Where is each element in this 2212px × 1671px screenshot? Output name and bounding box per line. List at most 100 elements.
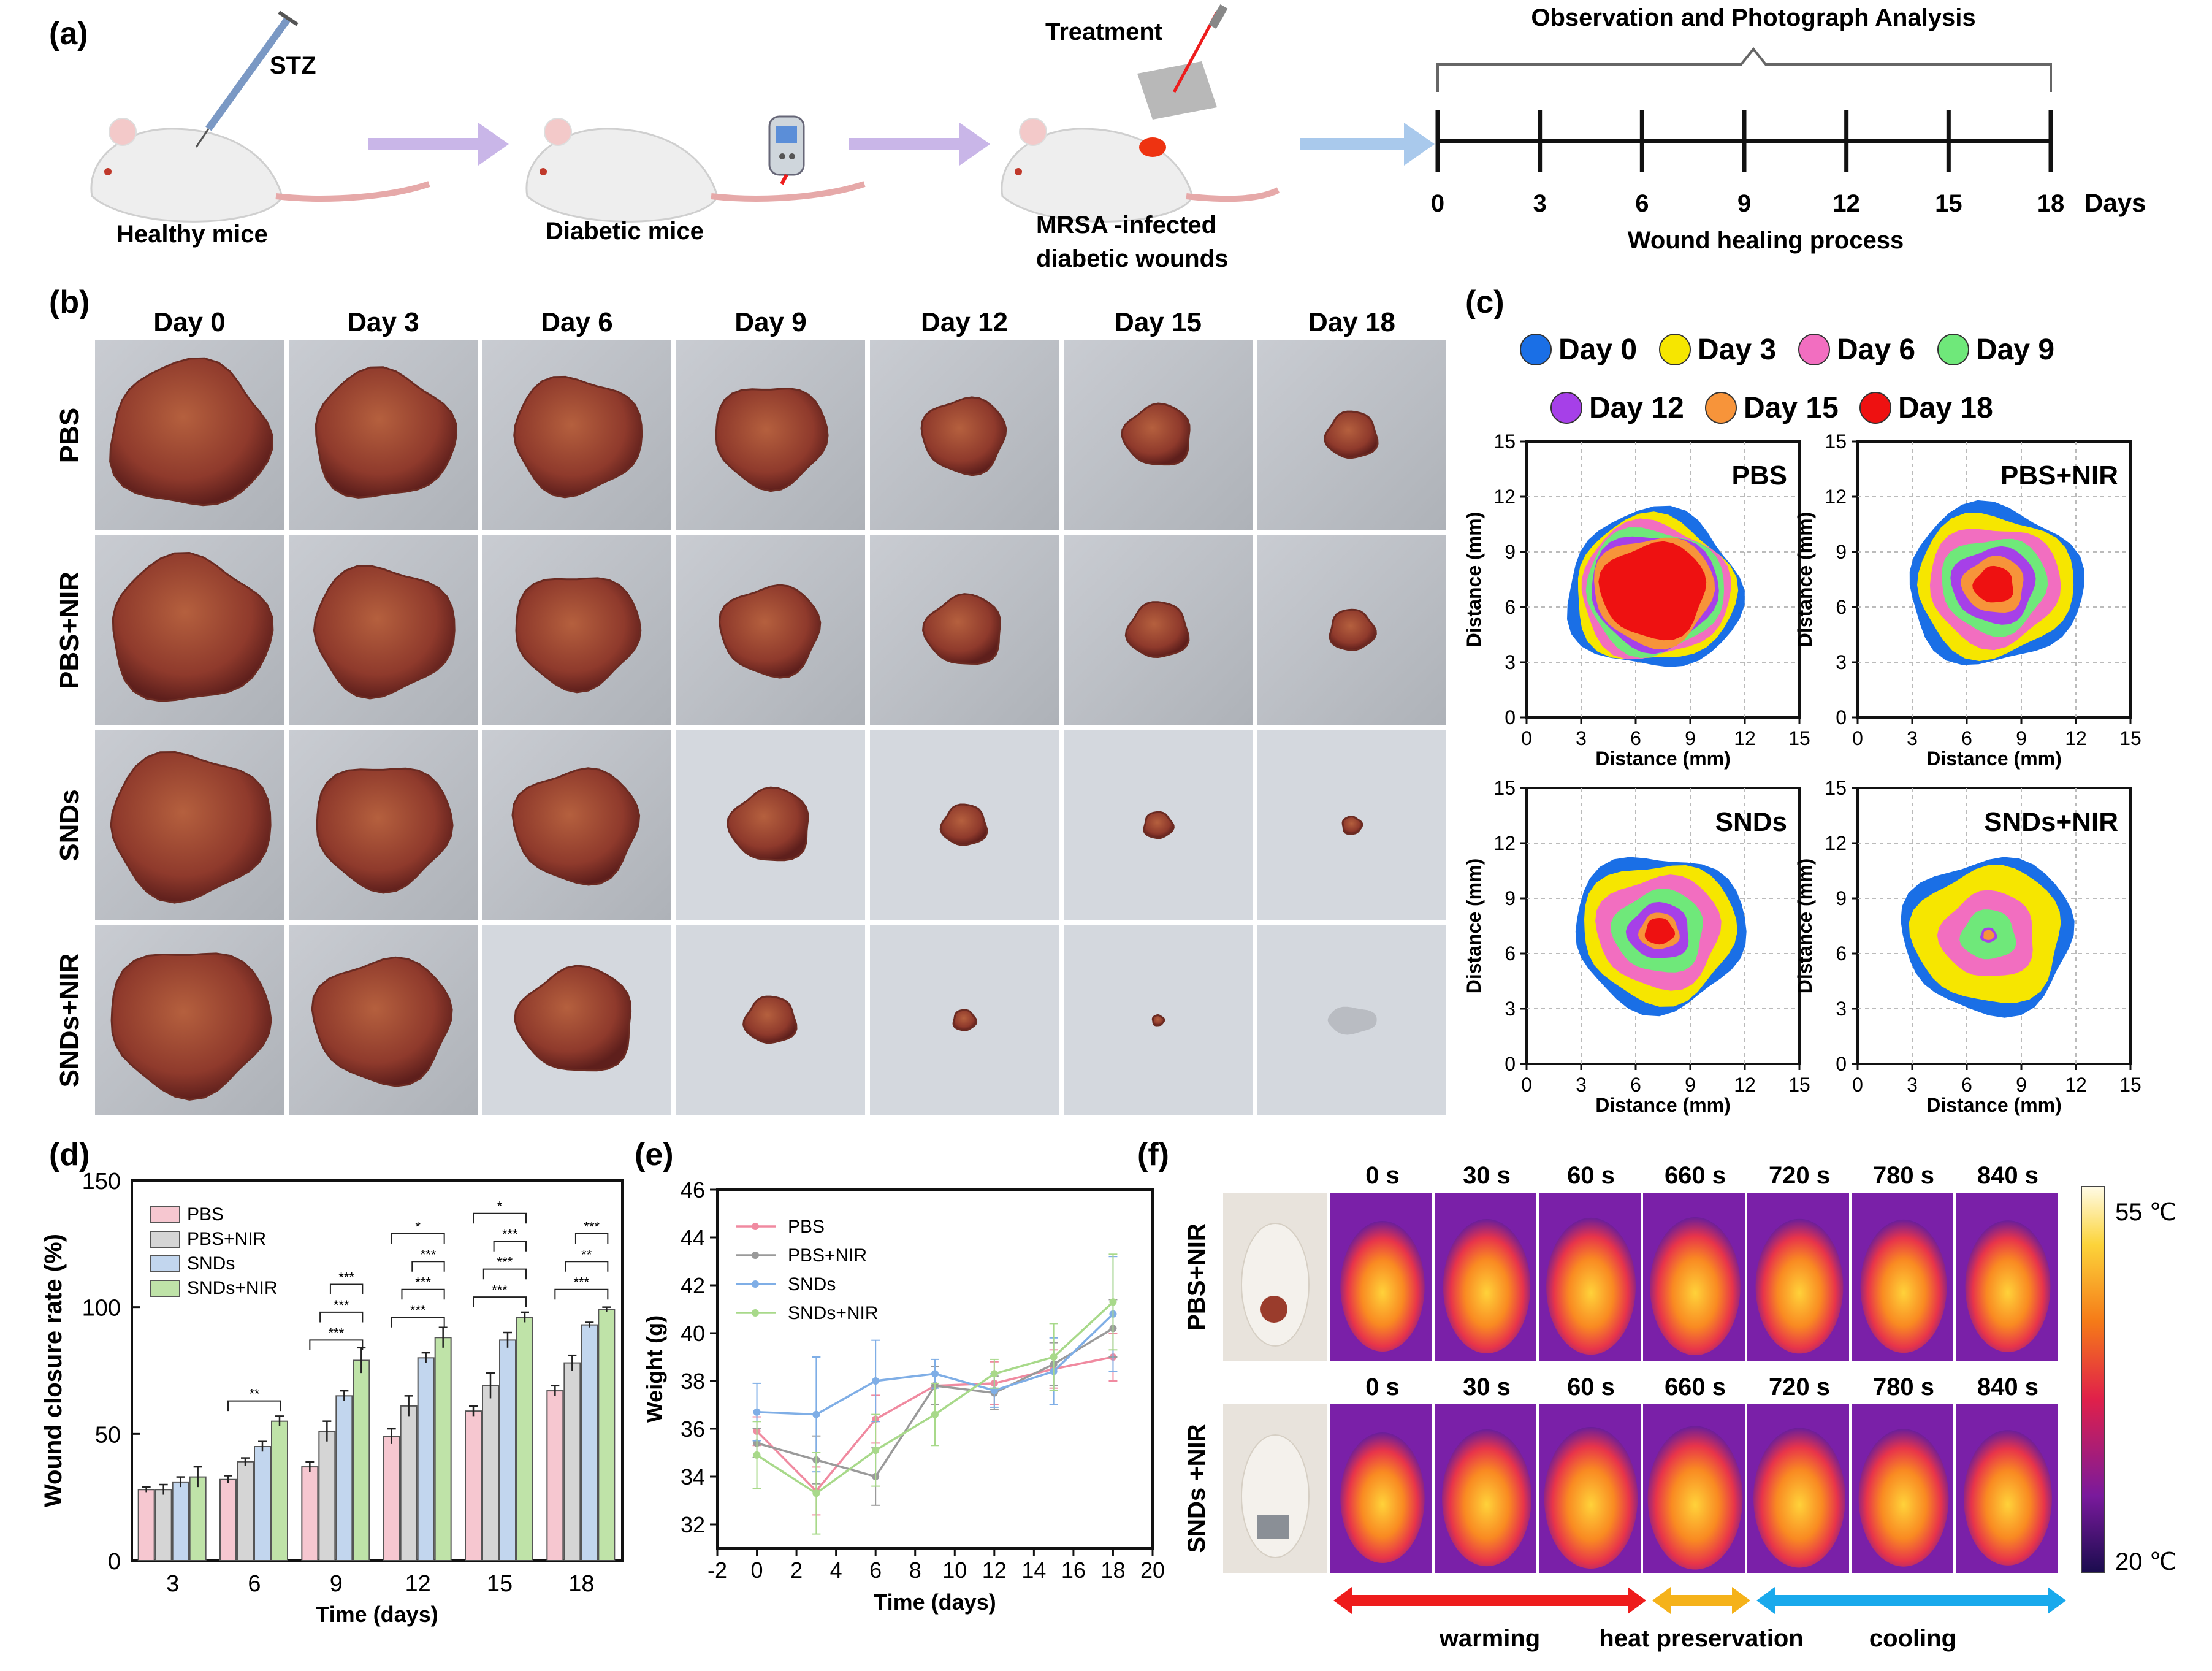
legend-label: SNDs <box>187 1253 235 1274</box>
data-point <box>753 1451 761 1459</box>
significance-bracket <box>473 1296 527 1307</box>
timeline-tick-label: 3 <box>1533 190 1547 217</box>
y-tick-label: 34 <box>681 1464 705 1489</box>
wound-area <box>1324 410 1379 459</box>
plot-title: SNDs+NIR <box>1984 807 2118 837</box>
x-axis-label: Distance (mm) <box>1595 1094 1731 1116</box>
stz-label: STZ <box>270 52 316 79</box>
data-point <box>990 1370 998 1378</box>
time-label: 0 s <box>1365 1162 1400 1189</box>
x-tick-label: 6 <box>1630 1074 1641 1096</box>
bar <box>563 1362 581 1562</box>
healed-scar <box>1327 1006 1377 1035</box>
bar <box>417 1357 435 1561</box>
y-axis-label: Weight (g) <box>642 1315 667 1423</box>
bar <box>172 1481 189 1562</box>
thermal-hotspot <box>1858 1429 1949 1567</box>
legend-swatch <box>1520 334 1552 365</box>
treatment-label: Treatment <box>1045 18 1162 45</box>
thermal-hotspot <box>1650 1217 1741 1355</box>
wound-area <box>1121 402 1191 466</box>
significance-bracket <box>401 1288 445 1300</box>
x-tick-label: 6 <box>1961 727 1972 749</box>
x-tick-label: 12 <box>2065 727 2087 749</box>
bar <box>237 1461 254 1562</box>
wound-area <box>920 396 1007 476</box>
y-tick-label: 0 <box>1836 706 1847 728</box>
y-tick-label: 38 <box>681 1369 705 1394</box>
x-tick-label: 12 <box>982 1558 1007 1583</box>
y-tick-label: 15 <box>1825 777 1847 799</box>
wound-area <box>316 767 454 894</box>
data-point <box>812 1489 820 1497</box>
thermal-hotspot <box>1753 1428 1845 1568</box>
significance-marker: *** <box>415 1275 431 1290</box>
y-tick-label: 150 <box>82 1169 121 1195</box>
significance-bracket <box>493 1241 527 1252</box>
significance-marker: *** <box>584 1219 600 1234</box>
significance-bracket <box>473 1212 527 1224</box>
timeline-tick-label: 18 <box>2037 190 2065 217</box>
x-tick-label: 6 <box>248 1571 261 1597</box>
bar <box>400 1405 418 1562</box>
thermal-hotspot <box>1860 1219 1947 1353</box>
panel-label-c: (c) <box>1465 285 1505 320</box>
mrsa-label-line1: MRSA -infected <box>1036 212 1216 239</box>
wound-area <box>939 803 988 846</box>
y-tick-label: 46 <box>681 1177 705 1203</box>
timeline-tick-label: 6 <box>1635 190 1649 217</box>
plot-frame <box>716 1188 1154 1550</box>
significance-bracket <box>227 1400 281 1412</box>
x-tick-label: 3 <box>1907 1074 1918 1096</box>
x-axis-label: Distance (mm) <box>1595 748 1731 770</box>
wound-area <box>513 375 643 499</box>
data-point <box>812 1410 820 1418</box>
wound-area <box>515 577 642 694</box>
bar <box>271 1420 288 1562</box>
x-axis-label: Time (days) <box>316 1602 438 1627</box>
x-tick-label: 3 <box>166 1571 179 1597</box>
x-tick-label: 0 <box>751 1558 763 1583</box>
y-tick-label: 12 <box>1493 832 1516 854</box>
legend-label: PBS <box>187 1204 224 1225</box>
group-row-label: SNDs+NIR <box>55 954 85 1088</box>
legend-label: SNDs+NIR <box>788 1303 879 1323</box>
x-tick-label: 6 <box>869 1558 882 1583</box>
day-column-header: Day 6 <box>541 307 612 337</box>
significance-bracket <box>309 1339 364 1350</box>
wound-area <box>311 956 453 1087</box>
flow-arrow-2 <box>849 123 990 166</box>
x-tick-label: 0 <box>1521 1074 1532 1096</box>
significance-bracket <box>319 1311 364 1323</box>
wound-area <box>1329 608 1377 651</box>
significance-marker: *** <box>421 1247 437 1262</box>
glucose-meter-icon <box>768 115 805 185</box>
x-tick-label: 9 <box>2016 727 2027 749</box>
x-tick-label: 10 <box>942 1558 967 1583</box>
legend-swatch <box>150 1206 180 1223</box>
day-column-header: Day 9 <box>734 307 806 337</box>
legend-swatch <box>150 1231 180 1248</box>
x-tick-label: 15 <box>487 1571 513 1597</box>
significance-bracket <box>482 1268 527 1280</box>
significance-marker: *** <box>328 1325 344 1340</box>
wound-contour <box>1644 918 1676 945</box>
y-tick-label: 6 <box>1505 943 1516 965</box>
time-label: 660 s <box>1665 1374 1726 1401</box>
y-tick-label: 15 <box>1493 430 1516 453</box>
x-axis-label: Distance (mm) <box>1926 1094 2062 1116</box>
group-row-label: PBS+NIR <box>55 572 85 689</box>
wound-area <box>718 584 822 679</box>
day-column-header: Day 18 <box>1308 307 1395 337</box>
wound-area <box>110 751 272 904</box>
thermal-hotspot <box>1340 1221 1425 1352</box>
x-tick-label: 6 <box>1961 1074 1972 1096</box>
x-tick-label: 0 <box>1521 727 1532 749</box>
legend-label: Day 3 <box>1698 334 1776 366</box>
y-tick-label: 42 <box>681 1273 705 1298</box>
y-tick-label: 9 <box>1505 887 1516 909</box>
panel-label-d: (d) <box>49 1137 90 1172</box>
y-tick-label: 9 <box>1505 541 1516 563</box>
